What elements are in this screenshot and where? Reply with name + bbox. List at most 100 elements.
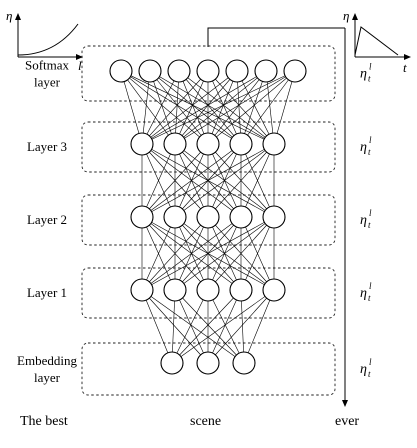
neuron bbox=[196, 351, 220, 375]
neuron bbox=[130, 205, 154, 229]
edge bbox=[149, 70, 176, 145]
neuron bbox=[283, 59, 307, 83]
right-graph-x-label: t bbox=[403, 60, 407, 75]
neuron bbox=[167, 59, 191, 83]
edge bbox=[207, 70, 238, 145]
edge bbox=[149, 70, 209, 145]
edge bbox=[149, 70, 242, 145]
edge bbox=[174, 70, 267, 145]
edge bbox=[240, 289, 245, 364]
layer-box-3 bbox=[81, 267, 336, 319]
word-the-best: The best bbox=[20, 414, 68, 429]
left-eta-graph: η l bbox=[6, 8, 83, 73]
left-graph-x-label: l bbox=[78, 58, 82, 73]
edge bbox=[171, 289, 242, 364]
edge bbox=[171, 289, 176, 364]
neuron bbox=[229, 132, 253, 156]
edge bbox=[207, 289, 245, 364]
neuron bbox=[163, 132, 187, 156]
edge bbox=[174, 216, 275, 291]
edge bbox=[207, 289, 275, 364]
neuron bbox=[130, 278, 154, 302]
edge bbox=[240, 70, 267, 145]
edge bbox=[243, 289, 275, 364]
edge bbox=[141, 289, 245, 364]
edge bbox=[265, 70, 275, 145]
edge bbox=[141, 216, 176, 291]
edge bbox=[178, 70, 242, 145]
neuron bbox=[196, 132, 220, 156]
eta-symbol: η bbox=[360, 140, 367, 155]
layer-box-0 bbox=[81, 45, 336, 102]
left-graph-curve bbox=[17, 23, 79, 56]
eta-superscript: l bbox=[369, 208, 372, 218]
edge bbox=[178, 70, 209, 145]
eta-subscript: t bbox=[368, 147, 371, 157]
edge bbox=[240, 70, 296, 145]
edge bbox=[120, 70, 242, 145]
edge bbox=[207, 70, 242, 145]
eta-subscript: t bbox=[368, 220, 371, 230]
neuron bbox=[196, 205, 220, 229]
layer-label: Embedding bbox=[17, 353, 77, 368]
edge bbox=[120, 70, 176, 145]
edge bbox=[207, 70, 296, 145]
edge bbox=[120, 70, 143, 145]
edge bbox=[207, 216, 275, 291]
layer-label: layer bbox=[34, 75, 61, 90]
eta-superscript: l bbox=[369, 357, 372, 367]
connector-line bbox=[207, 27, 345, 47]
layer-label: Layer 2 bbox=[27, 212, 67, 227]
neuron bbox=[196, 59, 220, 83]
edge bbox=[141, 216, 275, 291]
neuron bbox=[232, 351, 256, 375]
layer-box-2 bbox=[81, 194, 336, 246]
eta-symbol: η bbox=[360, 213, 367, 228]
edge bbox=[171, 289, 275, 364]
edge bbox=[236, 70, 242, 145]
edge bbox=[141, 70, 180, 145]
edge bbox=[178, 70, 275, 145]
edge bbox=[240, 143, 275, 218]
edge bbox=[141, 143, 209, 218]
neuron bbox=[163, 278, 187, 302]
eta-superscript: l bbox=[369, 281, 372, 291]
neuron bbox=[254, 59, 278, 83]
edge bbox=[141, 143, 242, 218]
edge bbox=[174, 289, 209, 364]
eta-subscript: t bbox=[368, 74, 371, 84]
edge bbox=[141, 216, 209, 291]
edge bbox=[174, 289, 245, 364]
edge bbox=[174, 70, 180, 145]
eta-symbol: η bbox=[360, 362, 367, 377]
layer-label: Softmax bbox=[25, 58, 70, 73]
neuron bbox=[262, 132, 286, 156]
edge bbox=[141, 143, 176, 218]
eta-symbol: η bbox=[360, 286, 367, 301]
neuron bbox=[196, 278, 220, 302]
neuron bbox=[262, 205, 286, 229]
layer-label: Layer 1 bbox=[27, 285, 67, 300]
eta-superscript: l bbox=[369, 62, 372, 72]
layer-label: Layer 3 bbox=[27, 139, 67, 154]
eta-subscript: t bbox=[368, 293, 371, 303]
edge bbox=[207, 143, 275, 218]
neuron bbox=[109, 59, 133, 83]
eta-superscript: l bbox=[369, 135, 372, 145]
right-graph-y-label: η bbox=[343, 8, 349, 23]
right-eta-graph: η t bbox=[343, 8, 411, 75]
edge bbox=[141, 143, 275, 218]
word-scene: scene bbox=[190, 414, 221, 429]
edge bbox=[141, 289, 209, 364]
edge bbox=[207, 70, 267, 145]
edge bbox=[120, 70, 275, 145]
edge bbox=[141, 70, 267, 145]
layer-box-1 bbox=[81, 121, 336, 173]
edge bbox=[120, 70, 209, 145]
edge bbox=[141, 70, 151, 145]
edge bbox=[171, 289, 209, 364]
edge bbox=[149, 70, 275, 145]
neuron bbox=[225, 59, 249, 83]
word-ever: ever bbox=[335, 414, 359, 429]
